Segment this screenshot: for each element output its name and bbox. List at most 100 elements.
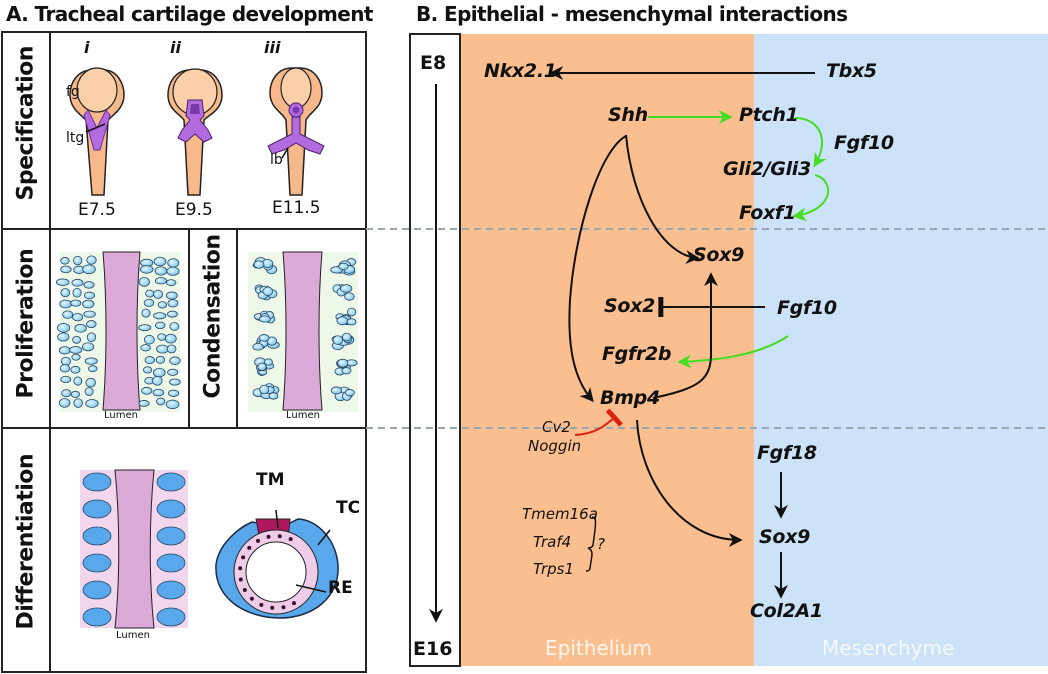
mesenchymal-cell [154,277,168,285]
label-fg: fg [66,84,80,100]
mesenchymal-cell [169,378,181,386]
gene-ptch1: Ptch1 [739,104,799,126]
cartilage-ring [156,553,186,573]
mesenchymal-cell [141,386,153,395]
epithelial-nucleus [259,602,264,607]
epithelial-nucleus [241,555,246,560]
mesenchymal-cell [60,257,70,265]
epithelial-nucleus [256,538,260,543]
gene-noggin: Noggin [528,437,582,455]
mesenchymal-cell [82,299,95,309]
epithelial-nucleus [266,534,271,539]
condensed-cell [344,292,355,301]
mesenchymal-cell [143,298,155,307]
cartilage-ring [156,472,186,492]
mesenchymal-cell [85,377,96,388]
panel-b [366,33,1048,667]
mesenchymal-cell [57,332,70,342]
mesenchymal-cell [166,266,180,276]
gene-col2a1: Col2A1 [750,600,823,622]
gene-tbx5: Tbx5 [826,60,877,82]
proliferation-illustration [55,251,181,412]
condensed-cell [338,262,349,271]
mesenchymal-cell [169,322,180,331]
mesenchymal-cell [157,301,167,309]
mesenchymal-cell [70,299,82,307]
mesenchymal-cell [55,278,70,286]
mesenchymal-cell [84,357,98,365]
condensed-cell [264,358,273,366]
mesenchymal-cell [83,281,95,289]
mesenchymal-cell [164,333,177,344]
gene-sox9-mid: Sox9 [693,244,745,266]
mesenchymal-cell [58,346,71,355]
mesenchymal-cell [140,344,151,352]
mesenchymal-cell [138,324,152,332]
trachea-cross-section [215,509,339,619]
panel-a [1,31,367,673]
mesenchymal-cell [138,400,150,407]
cartilage-ring [156,499,186,519]
mesenchymal-cell [141,308,151,318]
epithelial-nucleus [281,605,286,610]
mesenchymal-cell [72,287,82,298]
mesenchymal-cell [157,333,167,341]
condensed-cell [330,386,342,395]
mesenchymal-cell [167,299,179,308]
mesenchymal-cell [86,320,97,329]
mesenchymal-cell [152,375,163,386]
stage-numeral-ii: ii [170,38,181,57]
label-tc: TC [336,498,361,518]
mesenchymal-cell [143,334,155,345]
embryo-e11-5 [267,67,325,196]
row-label-specification: Specification [13,46,39,201]
gene-fgf18: Fgf18 [757,442,817,464]
epithelial-nucleus [249,596,254,601]
mesenchymal-cell [156,344,169,354]
embryo-e7-5 [69,67,125,196]
condensation-illustration [248,251,358,412]
mesenchymal-cell [83,310,96,318]
mesenchymal-cell [59,299,72,309]
condensed-cell [257,362,267,371]
gene-bmp4: Bmp4 [600,387,660,409]
epithelial-nucleus [270,605,275,610]
timeline-end: E16 [413,638,453,660]
arrow-bmp4-sox9 [652,272,718,399]
condensed-cell [259,384,270,395]
mesenchymal-cell [156,397,166,406]
arrow-bmp4-sox9-bottom [636,419,743,547]
mesenchymal-cell [74,323,87,333]
gene-shh: Shh [608,104,648,126]
condensed-cell [337,358,349,368]
panel-a-title: A. Tracheal cartilage development [6,2,373,26]
embryo-e9-5 [167,68,223,196]
mesenchymal-cell [60,375,72,383]
mesenchymal-cell [59,364,71,373]
gene-sox9-bottom: Sox9 [759,526,811,548]
condensed-cell [262,286,274,297]
mesenchymal-cell [165,291,178,300]
epithelial-nucleus [277,534,282,539]
mesenchyme-region [754,34,1048,666]
condensed-cell [258,315,271,323]
mesenchymal-cell [73,398,83,408]
inhibit-cv2-bmp4 [574,408,623,436]
cartilage-ring [156,526,186,546]
cartilage-ring [156,607,186,627]
label-tm: TM [256,470,285,490]
mesenchymal-cell [81,342,95,352]
mesenchymal-cell [166,279,177,287]
differentiation-longitudinal [80,469,188,629]
mesenchymal-cell [71,278,84,287]
lumen-label-proliferation: Lumen [104,410,138,421]
lumen-label-differentiation: Lumen [116,630,150,641]
timeline-start: E8 [420,52,447,74]
mesenchymal-cell [70,365,81,374]
cartilage-ring [82,472,112,492]
gene-foxf1: Foxf1 [739,202,796,224]
epithelium-region [460,34,754,666]
gene-fgfr2b: Fgfr2b [602,343,672,365]
mesenchymal-cell [60,288,71,298]
condensed-cell [344,389,355,397]
